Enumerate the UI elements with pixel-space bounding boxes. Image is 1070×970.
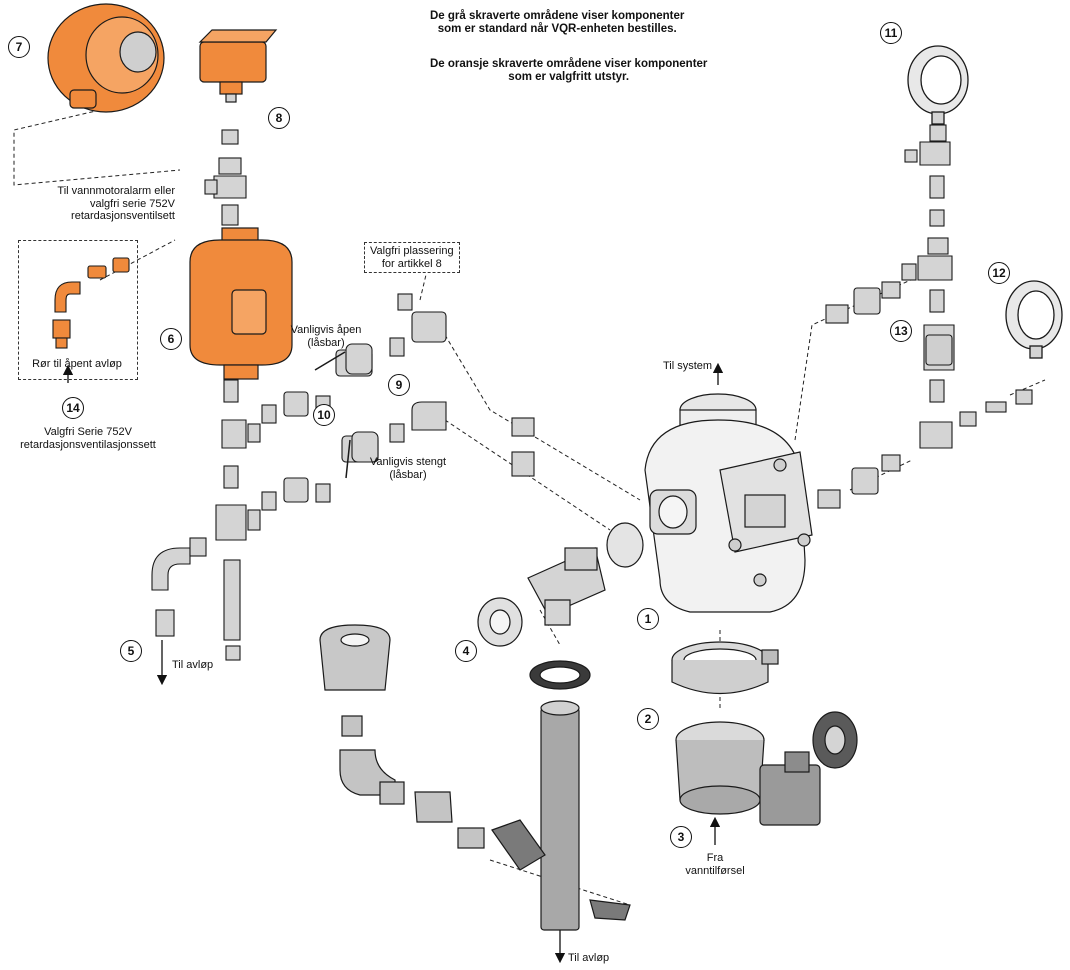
connection-lines: [13, 109, 1046, 906]
label-line: for artikkel 8: [381, 257, 442, 270]
callout-2: 2: [637, 708, 659, 730]
ball-valves: [345, 334, 953, 463]
label-line: (låsbar): [389, 468, 427, 481]
label-line: Vanligvis stengt: [369, 456, 447, 468]
valve-handles: [314, 351, 351, 479]
flow-arrows: [62, 362, 724, 964]
callout-1: 1: [637, 608, 659, 630]
alt-position-label: Valgfri plassering for artikkel 8: [364, 242, 460, 273]
right-trim-column: [817, 124, 1033, 509]
retard-kit-label: Valgfri Serie 752V retardasjonsventilasj…: [18, 426, 158, 451]
to-drain-left-label: Til avløp: [172, 659, 214, 671]
label-line: retardasjonsventilsett: [71, 210, 175, 222]
label-line: Valgfri Serie 752V: [44, 426, 132, 438]
callout-6: 6: [160, 328, 182, 350]
label-line: Til vannmotoralarm eller: [57, 185, 175, 197]
callout-11: 11: [880, 22, 902, 44]
open-drain-pipe-label: Rør til åpent avløp: [32, 358, 122, 370]
normally-open-label: Vanligvis åpen (låsbar): [283, 324, 369, 349]
callout-14: 14: [62, 397, 84, 419]
callout-5: 5: [120, 640, 142, 662]
butterfly-valve: [675, 711, 858, 826]
label-line: Vanligvis åpen: [290, 324, 362, 336]
note-line: som er valgfritt utstyr.: [508, 71, 630, 83]
retard-chamber: [189, 227, 293, 380]
note-line: De oransje skraverte områdene viser komp…: [430, 58, 708, 70]
to-drain-bottom-label: Til avløp: [568, 952, 610, 964]
label-line: Valgfri plassering: [370, 245, 454, 257]
main-valve-body: [644, 393, 813, 613]
motor-alarm-gong: [47, 3, 165, 113]
drain-riser-assembly: [319, 624, 631, 931]
optional-components-note: De oransje skraverte områdene viser komp…: [430, 58, 707, 84]
label-line: vanntilførsel: [685, 864, 745, 877]
left-trim-column: [151, 129, 261, 661]
to-system-label: Til system: [663, 360, 713, 372]
from-water-supply-label: Fra vanntilførsel: [670, 852, 760, 877]
callout-7: 7: [8, 36, 30, 58]
callout-12: 12: [988, 262, 1010, 284]
note-line: som er standard når VQR-enheten bestille…: [437, 23, 677, 35]
pressure-gauges: [907, 45, 1063, 359]
label-line: Fra: [706, 852, 724, 864]
retard-kit-box: [18, 240, 138, 380]
label-line: retardasjonsventilasjonssett: [20, 438, 156, 451]
callout-4: 4: [455, 640, 477, 662]
standard-components-note: De grå skraverte områdene viser komponen…: [430, 10, 684, 36]
callout-13: 13: [890, 320, 912, 342]
label-line: valgfri serie 752V: [90, 197, 175, 210]
retard-kit-parts: [52, 257, 130, 349]
callout-9: 9: [388, 374, 410, 396]
grooved-couplings: [529, 641, 779, 695]
callout-3: 3: [670, 826, 692, 848]
pressure-switch: [198, 29, 278, 103]
callout-10: 10: [313, 404, 335, 426]
drain-valve-assembly: [477, 522, 644, 647]
label-line: (låsbar): [307, 336, 345, 349]
water-motor-alarm-label: Til vannmotoralarm eller valgfri serie 7…: [55, 185, 175, 223]
callout-8: 8: [268, 107, 290, 129]
normally-closed-label: Vanligvis stengt (låsbar): [360, 456, 456, 481]
note-line: De grå skraverte områdene viser komponen…: [430, 10, 685, 22]
